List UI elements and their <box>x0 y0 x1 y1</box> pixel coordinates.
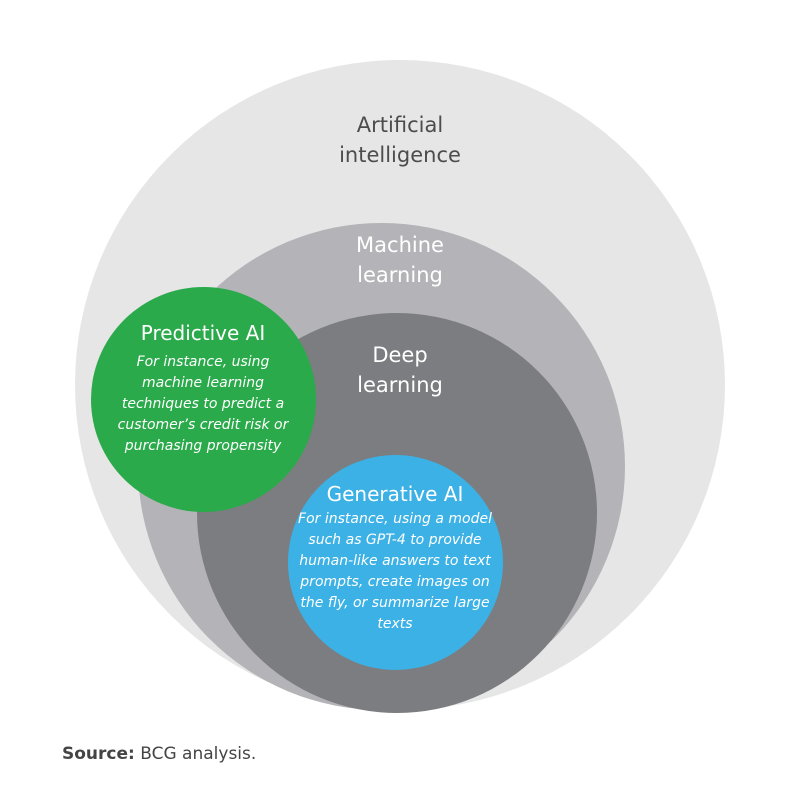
description-line: texts <box>377 616 413 632</box>
description-line: human-like answers to text <box>299 553 491 569</box>
label-line: Artificial <box>356 113 444 137</box>
generative-ai-title: Generative AI <box>326 482 464 506</box>
description-line: For instance, using <box>136 354 270 370</box>
source-text: BCG analysis. <box>140 744 257 764</box>
generative-ai-circle <box>288 455 503 670</box>
source-note: Source: BCG analysis. <box>62 744 256 764</box>
label-line: intelligence <box>339 143 461 167</box>
description-line: prompts, create images on <box>300 574 490 590</box>
label-line: Machine <box>356 233 444 257</box>
predictive-ai-description: For instance, using machine learning tec… <box>103 352 303 457</box>
source-label: Source: <box>62 744 135 764</box>
label-line: Deep <box>372 343 428 367</box>
description-line: purchasing propensity <box>124 438 282 454</box>
predictive-ai-circle <box>91 287 316 512</box>
description-line: the fly, or summarize large <box>300 595 490 611</box>
artificial-intelligence-label: Artificial intelligence <box>290 110 510 170</box>
deep-learning-label: Deep learning <box>320 340 480 400</box>
machine-learning-label: Machine learning <box>310 230 490 290</box>
label-line: learning <box>357 373 443 397</box>
generative-ai-description: For instance, using a model such as GPT-… <box>290 509 500 635</box>
description-line: such as GPT-4 to provide <box>308 532 482 548</box>
description-line: For instance, using a model <box>298 511 492 527</box>
description-line: techniques to predict a <box>121 396 285 412</box>
label-line: learning <box>357 263 443 287</box>
predictive-ai-title: Predictive AI <box>140 321 266 345</box>
description-line: machine learning <box>142 375 264 391</box>
description-line: customer’s credit risk or <box>117 417 289 433</box>
